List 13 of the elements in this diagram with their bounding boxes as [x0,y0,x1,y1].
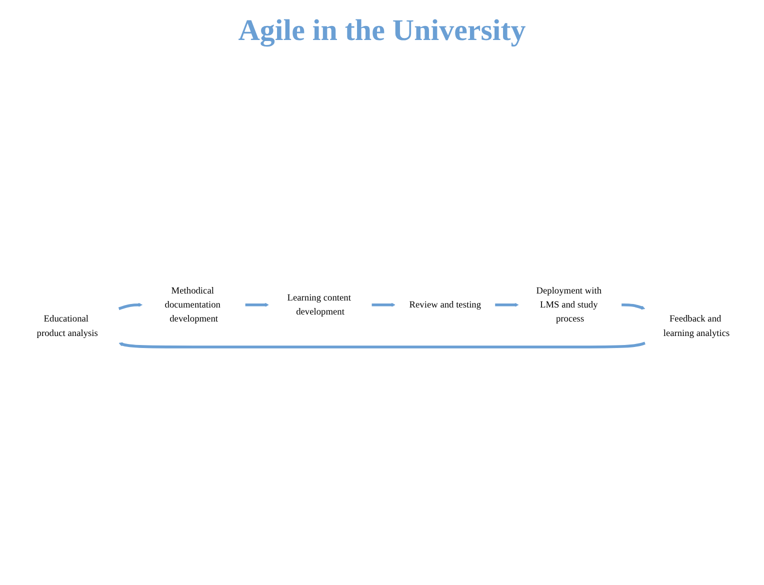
node-text: Educational product analysis [36,313,98,338]
node-text: Learning content development [287,292,352,317]
node-text: Review and testing [409,299,482,310]
arrow [495,302,519,307]
node-text: Feedback and learning analytics [663,313,730,338]
arrow [372,302,396,307]
node-text: Methodical documentation development [164,285,221,324]
diagram-title: Agile in the University [237,14,527,48]
arrow [118,302,143,310]
arrow [118,341,646,348]
node-text: Deployment with LMS and study process [536,285,602,324]
arrow [622,303,646,310]
arrow [245,302,269,307]
